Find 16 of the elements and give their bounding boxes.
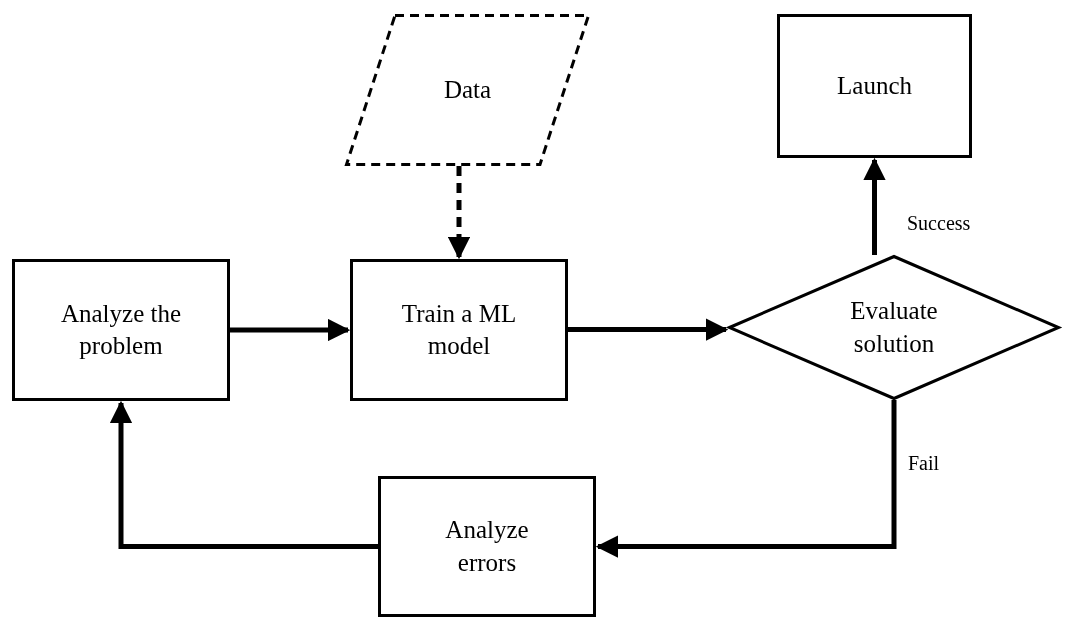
process-box: [777, 14, 972, 158]
arrow: [568, 318, 729, 341]
arrow: [447, 166, 471, 260]
arrow: [595, 400, 897, 558]
node-label: Data: [443, 74, 492, 105]
node-label: Analyze the problem: [59, 298, 183, 361]
process-box: [12, 259, 230, 401]
arrow: [863, 157, 886, 255]
arrow: [230, 318, 351, 342]
process-box: [350, 259, 568, 401]
node-label: Evaluate solution: [849, 296, 939, 359]
node-label: Analyze errors: [444, 515, 530, 578]
node-label: Train a ML model: [400, 298, 518, 361]
process-box: [378, 476, 596, 617]
node-label: Launch: [837, 70, 912, 101]
arrow: [109, 400, 378, 549]
